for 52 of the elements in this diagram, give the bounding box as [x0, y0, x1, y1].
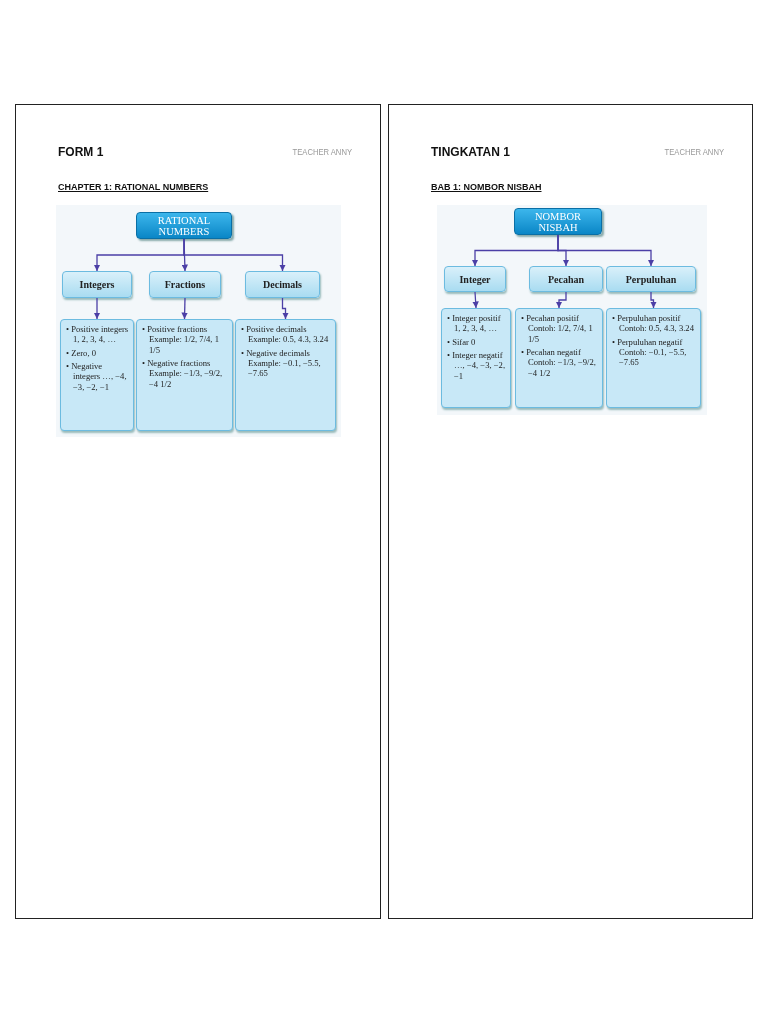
category-box: [149, 271, 221, 298]
content-box: [515, 308, 603, 408]
chapter-title: CHAPTER 1: RATIONAL NUMBERS: [58, 182, 209, 192]
root-label: NOMBOR NISBAH: [533, 210, 583, 233]
bullet-item: • Pecahan positif Contoh: 1/2, 7/4, 1 1/5: [521, 313, 594, 344]
page-heading: TINGKATAN 1: [431, 145, 510, 159]
content-box: [136, 319, 233, 431]
content-box: [235, 319, 336, 431]
arrow: [650, 291, 657, 309]
category-box: [529, 266, 603, 292]
bullet-item: • Integer negatif …, −4, −3, −2, −1: [447, 349, 507, 381]
bullet-item: • Negative fractions Example: −1/3, −9/2, −4 1/2: [142, 357, 224, 389]
chapter-title: BAB 1: NOMBOR NISBAH: [431, 182, 542, 192]
root-box: [136, 212, 232, 239]
author-label: TEACHER ANNY: [292, 147, 352, 157]
bullet-item: • Perpuluhan negatif Contoh: −0.1, −5.5, −7.65: [612, 336, 688, 368]
category-box: [606, 266, 696, 292]
arrow: [93, 297, 101, 320]
category-label: Integers: [79, 279, 115, 290]
bullet-item: • Positive integers 1, 2, 3, 4, …: [66, 324, 130, 345]
bullet-item: • Sifar 0: [447, 336, 477, 347]
content-box: [60, 319, 134, 431]
author-label: TEACHER ANNY: [664, 147, 724, 157]
bullet-item: • Negative decimals Example: −0.1, −5.5, −7.65: [241, 347, 322, 379]
category-label: Perpuluhan: [625, 273, 677, 285]
arrow: [181, 297, 188, 320]
category-label: Decimals: [263, 279, 302, 290]
content-box: [441, 308, 511, 408]
arrow: [281, 297, 289, 320]
bullet-item: • Integer positif 1, 2, 3, 4, …: [447, 313, 502, 334]
page-panel: [15, 104, 381, 919]
bullet-item: • Positive decimals Example: 0.5, 4.3, 3.24: [241, 324, 330, 345]
bullet-item: • Perpuluhan positif Contoh: 0.5, 4.3, 3.24: [612, 313, 695, 334]
category-label: Pecahan: [547, 273, 585, 285]
bullet-item: • Zero, 0: [66, 347, 97, 358]
category-label: Integer: [459, 273, 491, 285]
arrow: [557, 234, 655, 267]
page-panel: [388, 104, 753, 919]
root-label: RATIONAL NUMBERS: [156, 214, 212, 237]
category-box: [245, 271, 320, 298]
root-box: [514, 208, 602, 235]
page-heading: FORM 1: [58, 145, 104, 159]
category-box: [444, 266, 506, 292]
arrow: [472, 291, 479, 309]
bullet-item: • Pecahan negatif Contoh: −1/3, −9/2, −4 1/2: [521, 346, 597, 378]
content-box: [606, 308, 701, 408]
bullet-item: • Positive fractions Example: 1/2, 7/4, 1 1/5: [142, 324, 220, 355]
arrow: [183, 238, 286, 272]
category-label: Fractions: [164, 279, 206, 290]
bullet-item: • Negative integers …, −4, −3, −2, −1: [66, 360, 128, 392]
category-box: [62, 271, 132, 298]
arrow: [555, 291, 567, 309]
